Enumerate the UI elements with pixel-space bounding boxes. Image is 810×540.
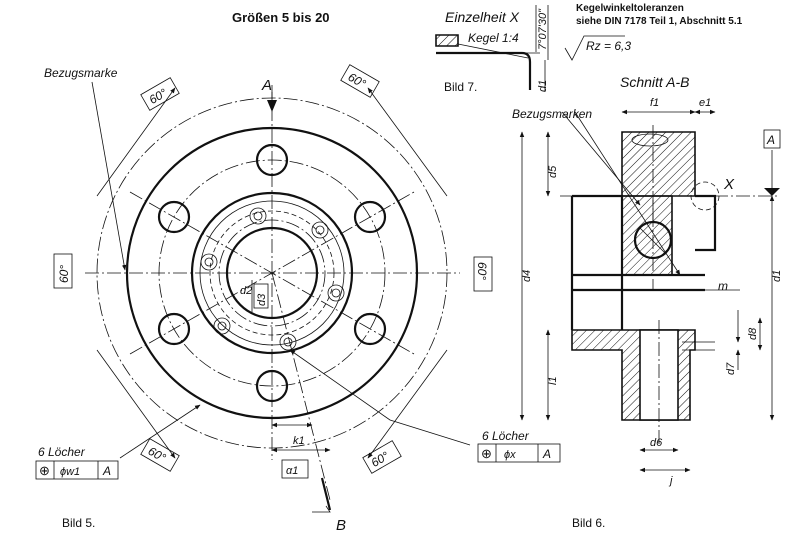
feature-control-frame-2: ⊕ ϕx A: [477, 443, 561, 463]
j-label: j: [668, 475, 673, 487]
d3-label-box: d3: [253, 283, 269, 309]
fig7-caption: Bild 7.: [444, 80, 477, 94]
sizes-title: Größen 5 bis 20: [232, 10, 330, 25]
l1-label: l1: [547, 376, 559, 385]
fig6-caption: Bild 6.: [572, 516, 605, 530]
alpha1-label-box: α1: [281, 459, 309, 479]
section-title: Schnitt A-B: [620, 74, 690, 90]
angle-box-bottom-right: 60°: [362, 440, 402, 474]
fig5-caption: Bild 5.: [62, 516, 95, 530]
detail-x-drawing: [435, 5, 625, 92]
d5-label: d5: [547, 165, 559, 178]
d8-label: d8: [747, 327, 759, 340]
angle-box-right: 60°: [473, 256, 493, 292]
front-view: [85, 81, 471, 513]
svg-text:d3: d3: [256, 293, 268, 306]
angle-box-top-right: 60°: [340, 64, 380, 98]
svg-text:A: A: [766, 133, 775, 147]
svg-text:ϕx: ϕx: [504, 449, 516, 461]
d7-label: d7: [725, 362, 737, 375]
detail-d1-label: d1: [537, 80, 549, 92]
feature-control-frame-1: ⊕ ϕw1 A: [35, 460, 119, 480]
datum-a-box: A: [763, 129, 781, 149]
f1-label: f1: [650, 97, 659, 109]
holes-note-2: 6 Löcher: [482, 429, 530, 443]
tolerance-title: Kegelwinkeltoleranzen: [576, 3, 684, 14]
svg-text:A: A: [102, 464, 111, 478]
svg-text:ϕw1: ϕw1: [60, 466, 80, 478]
tolerance-reference: siehe DIN 7178 Teil 1, Abschnitt 5.1: [576, 16, 743, 27]
svg-text:60°: 60°: [475, 262, 489, 280]
section-marker-b: B: [336, 517, 346, 534]
e1-label: e1: [699, 97, 711, 109]
svg-text:A: A: [542, 447, 551, 461]
svg-text:⊕: ⊕: [481, 446, 492, 461]
d2-label: d2: [240, 285, 252, 297]
bolt-hole: [353, 200, 387, 234]
svg-text:α1: α1: [286, 465, 298, 477]
bolt-hole: [157, 200, 191, 234]
section-view: [519, 109, 780, 473]
detail-x-marker: X: [723, 176, 735, 193]
section-marker-a: A: [261, 77, 272, 94]
k1-label: k1: [293, 435, 305, 447]
svg-text:60°: 60°: [147, 86, 170, 107]
angle-label: 7°07'30": [537, 8, 549, 50]
d4-label: d4: [521, 270, 533, 282]
bolt-hole: [157, 312, 191, 346]
roughness-label: Rz = 6,3: [586, 39, 631, 53]
detail-title: Einzelheit X: [445, 9, 520, 25]
svg-text:60°: 60°: [57, 265, 71, 283]
d6-label: d6: [650, 437, 663, 449]
taper-label: Kegel 1:4: [468, 31, 519, 45]
bezugsmarke-label: Bezugsmarke: [44, 66, 118, 80]
angle-box-top-left: 60°: [140, 77, 180, 111]
d1-label: d1: [771, 270, 783, 282]
angle-box-left: 60°: [53, 253, 73, 289]
angle-box-bottom-left: 60°: [140, 438, 180, 472]
holes-note-1: 6 Löcher: [38, 445, 86, 459]
bolt-hole: [353, 312, 387, 346]
svg-text:60°: 60°: [346, 70, 369, 91]
m-label: m: [718, 279, 728, 293]
bezugsmarken-label: Bezugsmarken: [512, 107, 592, 121]
svg-text:⊕: ⊕: [39, 463, 50, 478]
svg-text:60°: 60°: [146, 444, 169, 465]
